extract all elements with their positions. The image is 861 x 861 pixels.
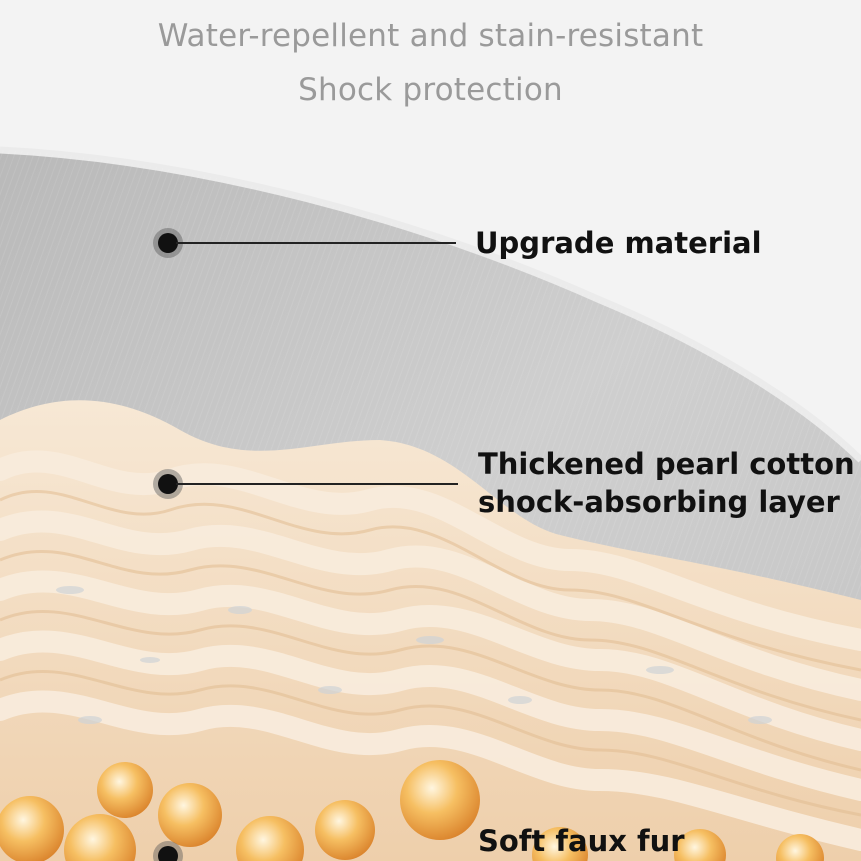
callout-line-upgrade-material [176,242,456,244]
callout-label-line: Soft faux fur [478,824,685,858]
callout-label-line: Thickened pearl cotton [478,447,855,481]
callout-label-pearl-cotton: Thickened pearl cotton shock-absorbing l… [478,445,855,521]
callout-label-line: shock-absorbing layer [478,485,840,519]
pearl-cotton-waves [0,450,861,851]
pearl-cotton-layer [0,400,861,861]
tagline-water-repellent: Water-repellent and stain-resistant [157,18,704,54]
callout-label-faux-fur: Soft faux fur [478,822,685,860]
callout-marker-upgrade-material [158,233,178,253]
pearl-cotton-holes [56,586,772,724]
callout-label-upgrade-material: Upgrade material [475,224,762,262]
callout-marker-pearl-cotton [158,474,178,494]
faux-fur-beads [0,760,824,861]
callout-marker-faux-fur [158,846,178,861]
callout-label-line: Upgrade material [475,226,762,260]
tagline-shock-protection: Shock protection [298,72,563,108]
callout-line-pearl-cotton [176,483,458,485]
